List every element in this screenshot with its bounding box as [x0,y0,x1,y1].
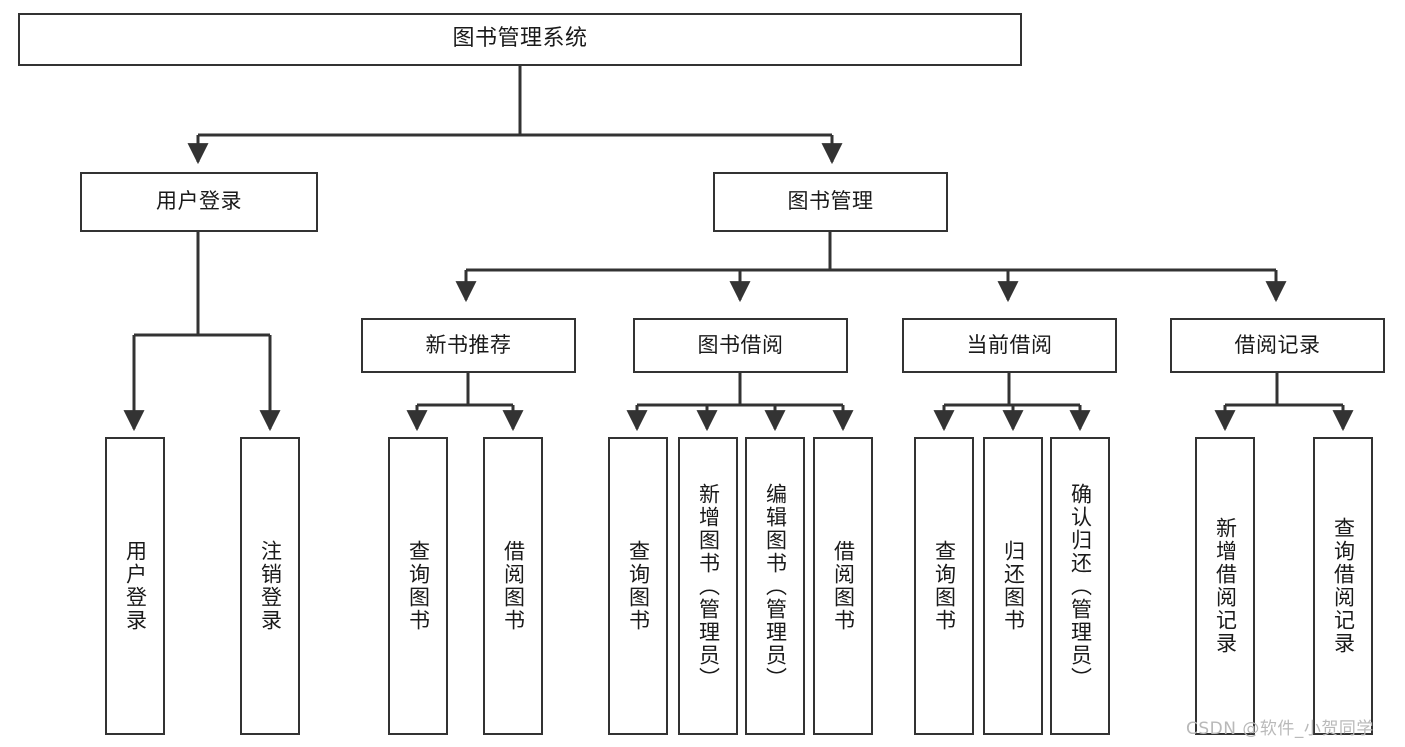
node-leaf-edit-book[interactable]: 编辑图书（管理员） [745,437,805,735]
node-current-borrow[interactable]: 当前借阅 [902,318,1117,373]
node-new-book-rec[interactable]: 新书推荐 [361,318,576,373]
node-leaf-confirm-return[interactable]: 确认归还（管理员） [1050,437,1110,735]
node-leaf-logout[interactable]: 注销登录 [240,437,300,735]
node-leaf-query-record[interactable]: 查询借阅记录 [1313,437,1373,735]
node-leaf-query-book-1-label: 查询图书 [406,540,431,632]
node-leaf-add-record-label: 新增借阅记录 [1213,517,1238,655]
node-book-manage[interactable]: 图书管理 [713,172,948,232]
node-leaf-confirm-return-label: 确认归还（管理员） [1068,482,1093,690]
node-book-borrow[interactable]: 图书借阅 [633,318,848,373]
node-leaf-borrow-book-1-label: 借阅图书 [501,540,526,632]
node-user-login-label: 用户登录 [156,189,242,214]
node-leaf-edit-book-label: 编辑图书（管理员） [763,482,788,690]
watermark: CSDN @软件_小贺同学 [1186,719,1374,739]
node-leaf-query-book-2[interactable]: 查询图书 [608,437,668,735]
node-leaf-query-book-2-label: 查询图书 [626,540,651,632]
node-leaf-add-book-label: 新增图书（管理员） [696,482,721,690]
node-book-manage-label: 图书管理 [787,189,874,214]
node-current-borrow-label: 当前借阅 [966,332,1053,357]
node-leaf-borrow-book-1[interactable]: 借阅图书 [483,437,543,735]
node-leaf-borrow-book-2[interactable]: 借阅图书 [813,437,873,735]
node-leaf-return-book[interactable]: 归还图书 [983,437,1043,735]
node-leaf-user-login-label: 用户登录 [123,540,148,632]
node-leaf-query-book-3-label: 查询图书 [932,540,957,632]
node-leaf-query-book-1[interactable]: 查询图书 [388,437,448,735]
node-leaf-return-book-label: 归还图书 [1001,540,1026,632]
node-borrow-record-label: 借阅记录 [1234,332,1321,357]
node-root-label: 图书管理系统 [452,26,588,52]
node-borrow-record[interactable]: 借阅记录 [1170,318,1385,373]
node-root[interactable]: 图书管理系统 [18,13,1022,66]
node-new-book-rec-label: 新书推荐 [425,332,512,357]
node-leaf-logout-label: 注销登录 [258,540,283,632]
node-leaf-query-record-label: 查询借阅记录 [1331,517,1356,655]
node-leaf-user-login[interactable]: 用户登录 [105,437,165,735]
node-book-borrow-label: 图书借阅 [697,332,784,357]
node-leaf-query-book-3[interactable]: 查询图书 [914,437,974,735]
node-leaf-add-record[interactable]: 新增借阅记录 [1195,437,1255,735]
node-user-login[interactable]: 用户登录 [80,172,318,232]
node-leaf-borrow-book-2-label: 借阅图书 [831,540,856,632]
node-leaf-add-book[interactable]: 新增图书（管理员） [678,437,738,735]
